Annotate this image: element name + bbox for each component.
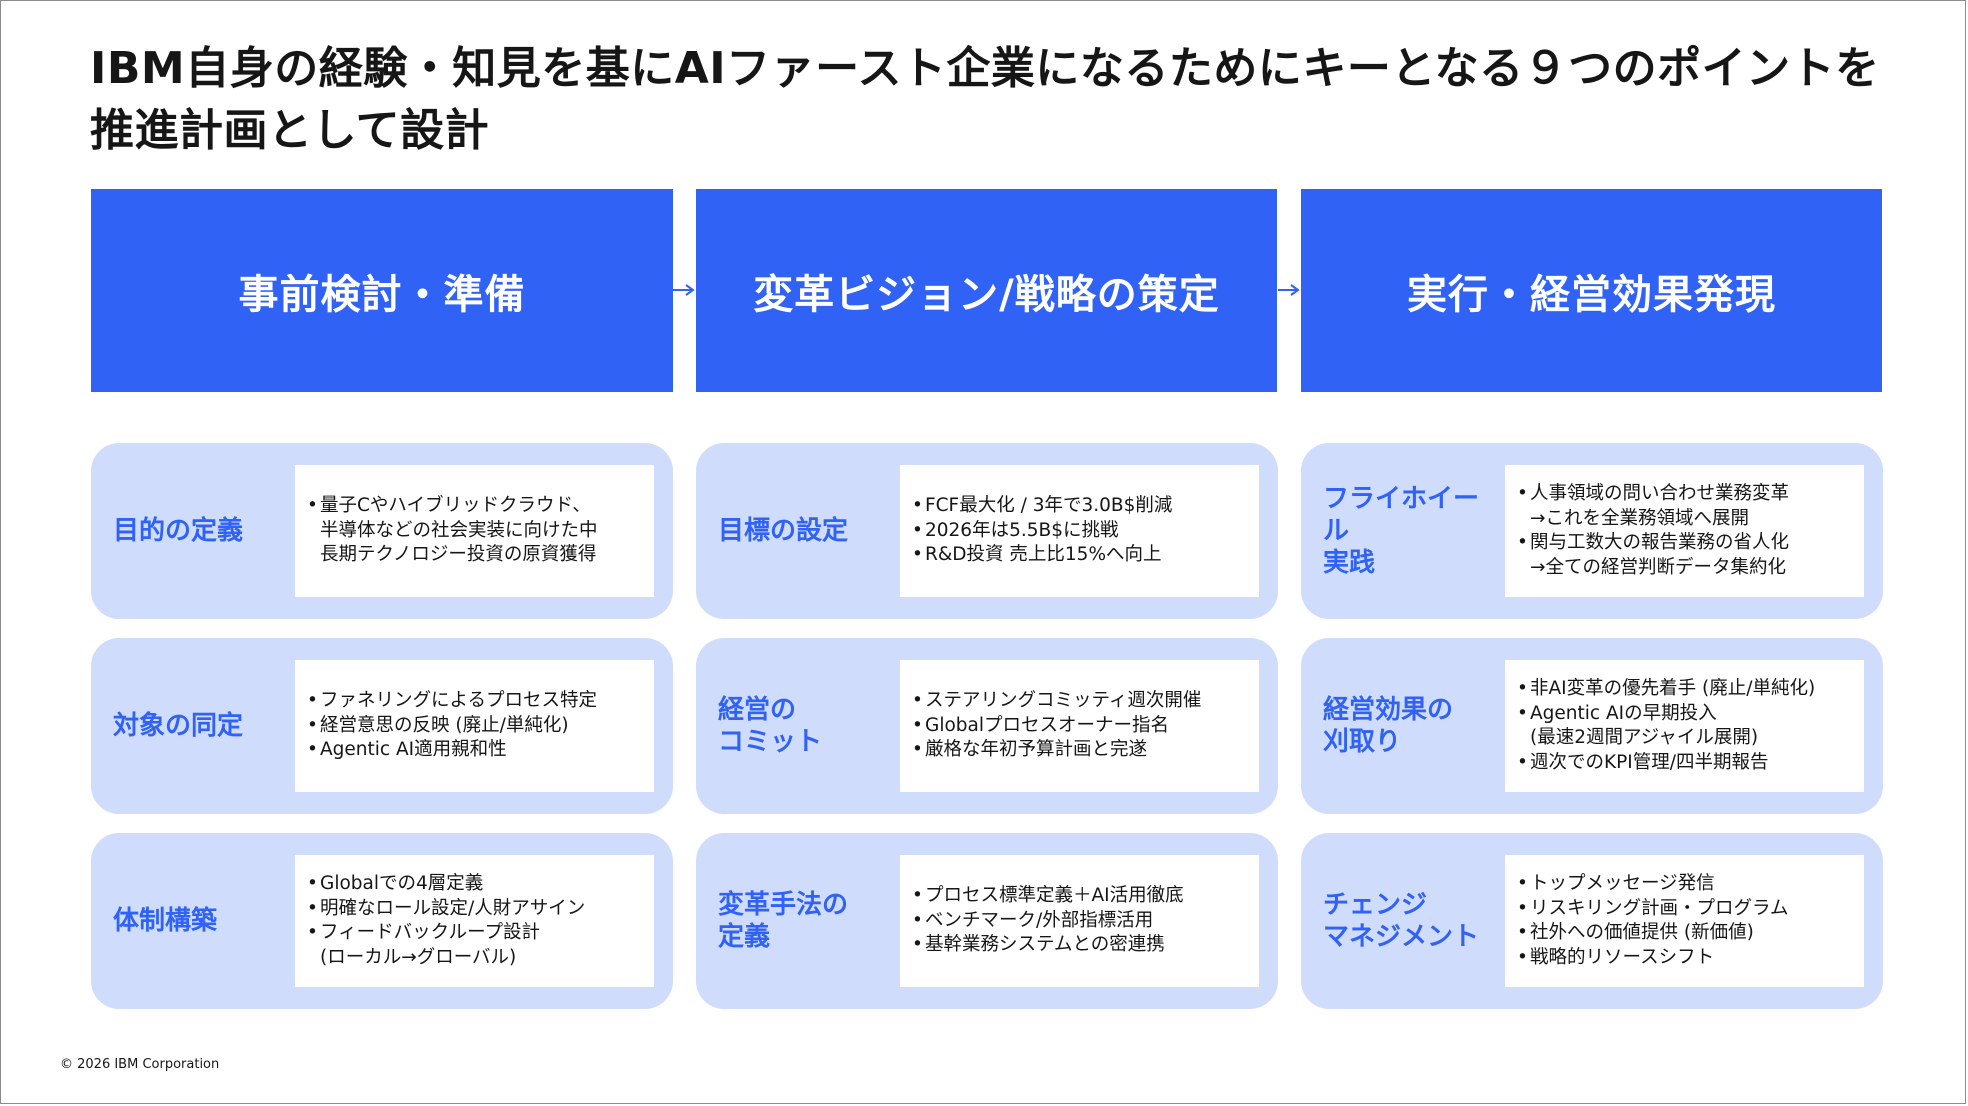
point-card-body: 人事領域の問い合わせ業務変革 →これを全業務領域へ展開関与工数大の報告業務の省人… <box>1505 465 1864 597</box>
point-card-title: 経営効果の 刈取り <box>1323 695 1454 757</box>
point-card: 変革手法の 定義プロセス標準定義＋AI活用徹底ベンチマーク/外部指標活用基幹業務… <box>696 833 1278 1009</box>
point-card-body: FCF最大化 / 3年で3.0B$削減2026年は5.5B$に挑戦R&D投資 売… <box>900 465 1259 597</box>
bullet-item: フィードバックループ設計 (ローカル→グローバル) <box>307 921 646 970</box>
point-card-label: チェンジ マネジメント <box>1323 833 1493 1009</box>
bullet-item: Globalプロセスオーナー指名 <box>912 714 1251 739</box>
point-card-title: 変革手法の 定義 <box>718 890 849 952</box>
point-card-title: チェンジ マネジメント <box>1323 890 1480 952</box>
bullet-item: Globalでの4層定義 <box>307 872 646 897</box>
bullet-item: ステアリングコミッティ週次開催 <box>912 689 1251 714</box>
phase-preparation: 事前検討・準備 <box>91 189 673 392</box>
point-card: 目的の定義 量子Cやハイブリッドクラウド、 半導体などの社会実装に向けた中 長期テ… <box>91 443 673 619</box>
point-card-body: 量子Cやハイブリッドクラウド、 半導体などの社会実装に向けた中 長期テクノロジー… <box>295 465 654 597</box>
point-card-label: 変革手法の 定義 <box>718 833 888 1009</box>
bullet-item: FCF最大化 / 3年で3.0B$削減 <box>912 494 1251 519</box>
bullet-item: 基幹業務システムとの密連携 <box>912 933 1251 958</box>
bullet-item: 厳格な年初予算計画と完遂 <box>912 738 1251 763</box>
bullet-item: 週次でのKPI管理/四半期報告 <box>1517 751 1856 776</box>
point-card-label: 対象の同定 <box>113 638 283 814</box>
point-card-label: 目標の設定 <box>718 443 888 619</box>
bullet-item: ファネリングによるプロセス特定 <box>307 689 646 714</box>
bullet-item: リスキリング計画・プログラム <box>1517 897 1856 922</box>
arrow-right-icon <box>673 284 695 296</box>
point-card-label: フライホイール 実践 <box>1323 443 1493 619</box>
point-card-title: 目的の定義 <box>113 516 244 546</box>
point-card: 目標の設定 FCF最大化 / 3年で3.0B$削減2026年は5.5B$に挑戦R&… <box>696 443 1278 619</box>
point-card-title: 体制構築 <box>113 906 218 936</box>
bullet-item: Agentic AIの早期投入 (最速2週間アジャイル展開) <box>1517 702 1856 751</box>
bullet-item: 社外への価値提供 (新価値) <box>1517 921 1856 946</box>
point-card: フライホイール 実践人事領域の問い合わせ業務変革 →これを全業務領域へ展開関与工… <box>1301 443 1883 619</box>
point-card: 経営効果の 刈取り非AI変革の優先着手 (廃止/単純化)Agentic AIの早… <box>1301 638 1883 814</box>
copyright-text: © 2026 IBM Corporation <box>60 1057 220 1072</box>
bullet-item: R&D投資 売上比15%へ向上 <box>912 543 1251 568</box>
point-card: 対象の同定 ファネリングによるプロセス特定経営意思の反映 (廃止/単純化)Agen… <box>91 638 673 814</box>
arrow-right-icon <box>1278 284 1300 296</box>
phase-vision-strategy: 変革ビジョン/戦略の策定 <box>696 189 1277 392</box>
bullet-item: 人事領域の問い合わせ業務変革 →これを全業務領域へ展開 <box>1517 482 1856 531</box>
phase-execution: 実行・経営効果発現 <box>1301 189 1882 392</box>
point-card-body: プロセス標準定義＋AI活用徹底ベンチマーク/外部指標活用基幹業務システムとの密連… <box>900 855 1259 987</box>
point-card-title: フライホイール 実践 <box>1323 484 1480 578</box>
bullet-item: 戦略的リソースシフト <box>1517 946 1856 971</box>
bullet-item: ベンチマーク/外部指標活用 <box>912 909 1251 934</box>
phase-label: 事前検討・準備 <box>238 271 526 318</box>
point-card-body: ステアリングコミッティ週次開催Globalプロセスオーナー指名厳格な年初予算計画… <box>900 660 1259 792</box>
phase-label: 変革ビジョン/戦略の策定 <box>753 271 1220 318</box>
point-card-title: 目標の設定 <box>718 516 849 546</box>
point-card-body: Globalでの4層定義明確なロール設定/人財アサインフィードバックループ設計 … <box>295 855 654 987</box>
point-card-body: トップメッセージ発信リスキリング計画・プログラム社外への価値提供 (新価値)戦略… <box>1505 855 1864 987</box>
point-card: 体制構築 Globalでの4層定義明確なロール設定/人財アサインフィードバックルー… <box>91 833 673 1009</box>
bullet-item: 非AI変革の優先着手 (廃止/単純化) <box>1517 677 1856 702</box>
point-card-title: 対象の同定 <box>113 711 244 741</box>
point-card-label: 経営の コミット <box>718 638 888 814</box>
bullet-item: 明確なロール設定/人財アサイン <box>307 897 646 922</box>
point-card-label: 目的の定義 <box>113 443 283 619</box>
bullet-item: プロセス標準定義＋AI活用徹底 <box>912 884 1251 909</box>
bullet-item: 2026年は5.5B$に挑戦 <box>912 519 1251 544</box>
point-card-body: 非AI変革の優先着手 (廃止/単純化)Agentic AIの早期投入 (最速2週… <box>1505 660 1864 792</box>
point-card: 経営の コミット ステアリングコミッティ週次開催Globalプロセスオーナー指名厳… <box>696 638 1278 814</box>
phase-label: 実行・経営効果発現 <box>1407 271 1776 318</box>
point-card: チェンジ マネジメントトップメッセージ発信リスキリング計画・プログラム社外への価… <box>1301 833 1883 1009</box>
point-card-body: ファネリングによるプロセス特定経営意思の反映 (廃止/単純化)Agentic A… <box>295 660 654 792</box>
bullet-item: Agentic AI適用親和性 <box>307 738 646 763</box>
bullet-item: トップメッセージ発信 <box>1517 872 1856 897</box>
slide-title: IBM自身の経験・知見を基にAIファースト企業になるためにキーとなる９つのポイン… <box>90 43 1880 156</box>
point-card-label: 経営効果の 刈取り <box>1323 638 1493 814</box>
point-card-label: 体制構築 <box>113 833 283 1009</box>
bullet-item: 量子Cやハイブリッドクラウド、 半導体などの社会実装に向けた中 長期テクノロジー… <box>307 494 646 568</box>
bullet-item: 経営意思の反映 (廃止/単純化) <box>307 714 646 739</box>
point-card-title: 経営の コミット <box>718 695 823 757</box>
bullet-item: 関与工数大の報告業務の省人化 →全ての経営判断データ集約化 <box>1517 531 1856 580</box>
